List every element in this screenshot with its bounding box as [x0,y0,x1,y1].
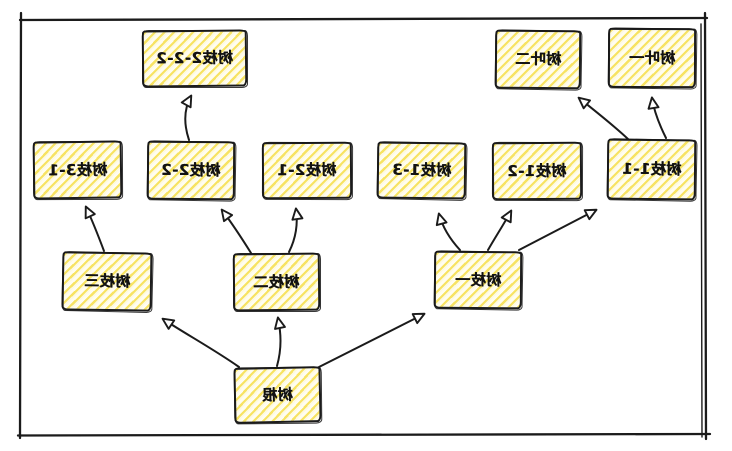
edge-branch1-branch1_3[interactable] [435,212,461,251]
edge-branch2-branch2_1[interactable] [288,207,304,253]
edge-branch1-branch1_2[interactable] [487,209,513,251]
edge-branch1_1-leaf2[interactable] [577,96,629,140]
node-label: 树枝3-1 [47,160,108,179]
edge-branch1_1-leaf1[interactable] [647,96,667,139]
node-label: 树枝2-1 [277,160,337,180]
node-label: 树枝1-3 [391,160,452,180]
node-branch1-3[interactable]: 树枝1-3 [376,141,467,200]
node-label: 树根 [261,385,294,404]
node-label: 树叶一 [628,48,676,67]
edge-root-branch3[interactable] [161,317,240,368]
node-root[interactable]: 树根 [233,366,322,424]
edge-branch1-branch1_1[interactable] [518,208,598,251]
edge-branch2_2-branch2_2_2[interactable] [180,94,193,141]
edge-branch2-branch2_2[interactable] [220,208,252,254]
edge-branch3-branch3_1[interactable] [84,205,105,252]
node-branch3[interactable]: 树枝三 [61,251,153,312]
node-branch2[interactable]: 树枝二 [232,252,321,312]
node-branch1-1[interactable]: 树枝1-1 [606,138,697,201]
edge-root-branch2[interactable] [274,316,286,367]
edges [84,94,667,368]
node-branch2-2-2[interactable]: 树枝2-2-2 [141,29,248,88]
node-label: 树枝二 [253,272,300,291]
node-branch3-1[interactable]: 树枝3-1 [32,140,123,200]
node-label: 树枝三 [83,271,131,291]
node-label: 树枝2-2-2 [155,48,234,68]
node-branch1[interactable]: 树枝一 [433,250,523,310]
node-label: 树叶二 [514,49,562,69]
node-branch2-2[interactable]: 树枝2-2 [146,140,236,201]
node-branch2-1[interactable]: 树枝2-1 [261,141,353,200]
node-label: 树枝1-2 [507,161,567,180]
edge-root-branch1[interactable] [318,312,426,368]
node-leaf2[interactable]: 树叶二 [494,29,582,90]
frame-rectangle[interactable] [16,11,712,441]
node-label: 树枝一 [454,270,502,289]
node-label: 树枝1-1 [621,159,682,179]
node-leaf1[interactable]: 树叶一 [607,27,697,89]
node-branch1-2[interactable]: 树枝1-2 [491,141,583,201]
node-label: 树枝2-2 [161,160,221,180]
